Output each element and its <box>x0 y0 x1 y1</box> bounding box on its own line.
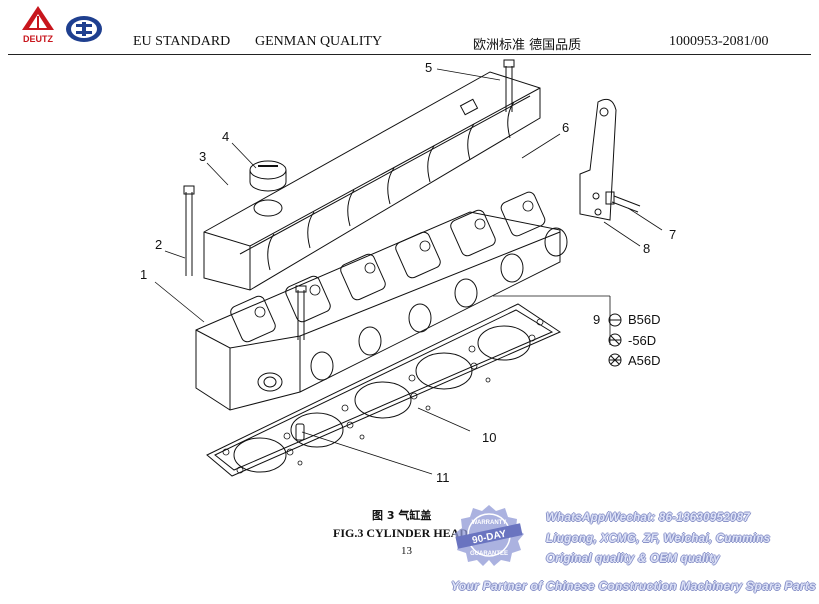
callout-8: 8 <box>643 241 651 256</box>
head-bolt <box>183 185 195 276</box>
svg-text:DEUTZ: DEUTZ <box>23 34 53 44</box>
faw-logo-icon <box>66 16 102 42</box>
deutz-logo: DEUTZ <box>14 4 62 46</box>
faw-logo <box>64 14 104 44</box>
callout-5: 5 <box>425 60 433 75</box>
callout-7: 7 <box>669 227 677 242</box>
header-quality: GENMAN QUALITY <box>255 34 383 49</box>
gasket-option-b56d: B56D <box>628 312 661 327</box>
lifting-bracket <box>579 98 617 221</box>
callout-9: 9 <box>593 312 601 327</box>
valve-cover <box>203 71 541 291</box>
warranty-seal: 90-DAY WARRANTY GUARANTEE <box>450 503 528 567</box>
header-rule <box>8 54 811 55</box>
callout-4: 4 <box>222 129 230 144</box>
callout-11: 11 <box>436 470 450 485</box>
watermark-contact: WhatsApp/Wechat: 86-18630952087 <box>546 512 751 524</box>
header-part-number: 1000953-2081/00 <box>669 34 769 49</box>
caption-english: FIG.3 CYLINDER HEAD <box>333 526 469 540</box>
cylinder-head-gasket <box>206 303 562 477</box>
callout-2: 2 <box>155 237 163 252</box>
watermark-brands: Liugong, XCMG, ZF, Weichai, Cummins <box>546 533 771 545</box>
header-chinese: 欧洲标准 德国品质 <box>473 38 582 53</box>
gasket-thickness-icons <box>608 313 622 367</box>
gasket-option-56d: -56D <box>628 333 657 348</box>
caption-chinese: 图 3 气缸盖 <box>372 509 432 522</box>
callout-3: 3 <box>199 149 207 164</box>
watermark-tagline: Your Partner of Chinese Construction Mac… <box>451 579 817 593</box>
warranty-seal-icon: 90-DAY WARRANTY GUARANTEE <box>454 505 524 566</box>
header-standard: EU STANDARD <box>133 34 231 49</box>
dowel-pin <box>295 423 305 441</box>
oil-filler-cap <box>249 160 287 192</box>
watermark-quality: Original quality & OEM quality <box>546 553 720 565</box>
cover-bolt <box>503 59 515 112</box>
bracket-bolt <box>605 191 641 213</box>
page-number: 13 <box>401 545 412 557</box>
callout-10: 10 <box>482 430 497 445</box>
gasket-option-a56d: A56D <box>628 353 661 368</box>
deutz-logo-icon: DEUTZ <box>16 6 60 44</box>
svg-text:WARRANTY: WARRANTY <box>472 520 507 526</box>
callout-1: 1 <box>140 267 148 282</box>
callout-6: 6 <box>562 120 570 135</box>
svg-text:GUARANTEE: GUARANTEE <box>470 551 508 557</box>
cylinder-head <box>195 191 568 411</box>
